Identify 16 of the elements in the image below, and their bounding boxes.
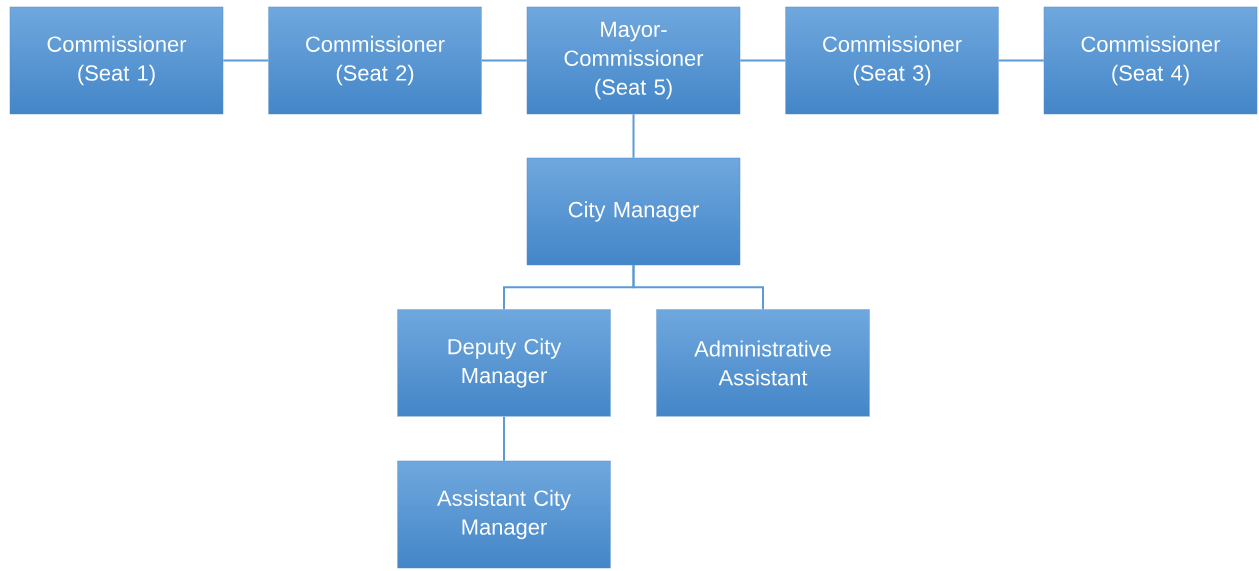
connector-line <box>503 415 505 462</box>
org-box: Commissioner (Seat 1) <box>9 6 224 115</box>
org-box: Mayor-Commissioner (Seat 5) <box>526 6 741 115</box>
org-box: Assistant City Manager <box>397 460 611 569</box>
connector-line <box>739 59 787 62</box>
connector-line <box>997 59 1045 62</box>
connector-line <box>632 264 764 311</box>
connector-line <box>632 113 635 159</box>
org-box: Deputy City Manager <box>397 309 611 417</box>
org-box: Administrative Assistant <box>656 309 870 417</box>
org-box: Commissioner (Seat 4) <box>1043 6 1258 115</box>
org-box: Commissioner (Seat 3) <box>785 6 999 115</box>
connector-line <box>222 59 270 62</box>
connector-line <box>480 59 528 62</box>
org-box: Commissioner (Seat 2) <box>268 6 482 115</box>
org-box: City Manager <box>526 157 741 266</box>
